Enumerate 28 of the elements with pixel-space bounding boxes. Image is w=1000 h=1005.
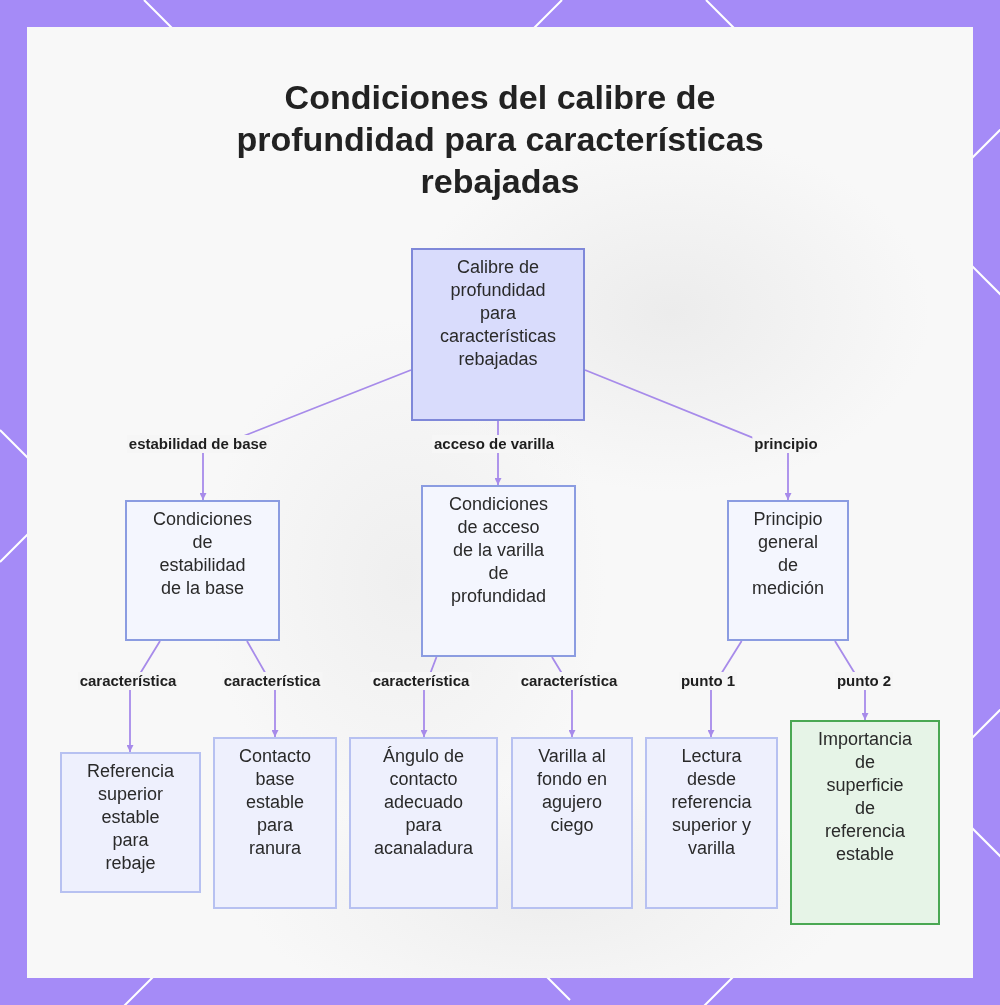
concept-box bbox=[213, 737, 337, 909]
concept-box bbox=[60, 752, 201, 893]
concept-box bbox=[125, 500, 280, 641]
node-text: Referencia superior estable para rebaje bbox=[86, 760, 175, 875]
node-text: Ángulo de contacto adecuado para acanaladura bbox=[372, 745, 475, 860]
node-text: Condiciones de acceso de la varilla de profundidad bbox=[447, 493, 550, 608]
edge-label: característica bbox=[77, 672, 179, 690]
diagram-title: Condiciones del calibre de profundidad para características rebajadas bbox=[235, 77, 765, 202]
concept-box bbox=[645, 737, 778, 909]
concept-box bbox=[511, 737, 633, 909]
node-text: Importancia de superficie de referencia estable bbox=[816, 728, 913, 866]
concept-box bbox=[727, 500, 849, 641]
edge-label: estabilidad de base bbox=[126, 435, 270, 453]
node-text: Varilla al fondo en agujero ciego bbox=[535, 745, 609, 837]
highlighted-box bbox=[790, 720, 940, 925]
topic-box bbox=[411, 248, 585, 421]
edge-label: característica bbox=[221, 672, 323, 690]
node-text: Calibre de profundidad para características rebajadas bbox=[438, 256, 557, 371]
edge-label: principio bbox=[752, 435, 820, 453]
node-text: Principio general de medición bbox=[750, 508, 825, 600]
node-text: Condiciones de estabilidad de la base bbox=[151, 508, 254, 600]
edge-label: característica bbox=[370, 672, 472, 690]
node-text: Contacto base estable para ranura bbox=[237, 745, 312, 860]
node-text: Lectura desde referencia superior y varilla bbox=[670, 745, 753, 860]
concept-box bbox=[349, 737, 498, 909]
edge-label: acceso de varilla bbox=[431, 435, 557, 453]
edge-label: característica bbox=[518, 672, 620, 690]
concept-box bbox=[421, 485, 576, 657]
